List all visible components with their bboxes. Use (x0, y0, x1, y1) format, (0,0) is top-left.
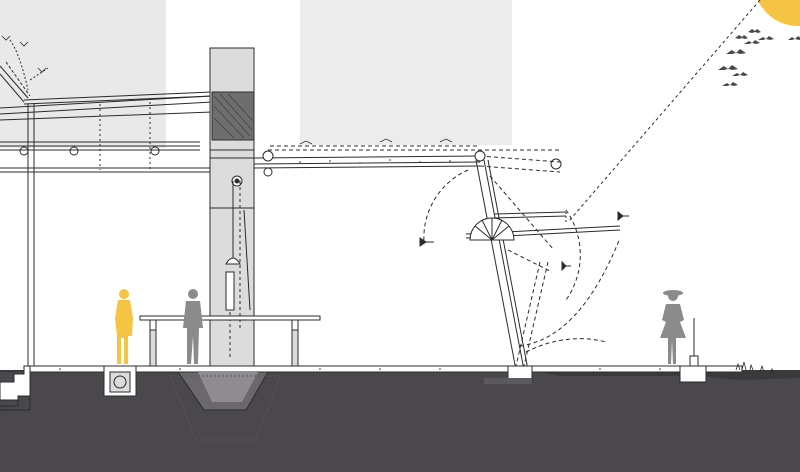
person-silhouette-icon (115, 289, 133, 364)
left-roof-structure (0, 35, 213, 370)
moving-roof-beam (253, 138, 562, 177)
woman-silhouette-icon (660, 290, 686, 364)
mast-footing (484, 365, 533, 384)
column-head-block (211, 91, 255, 141)
background-panel-left (0, 0, 166, 148)
drain-pit (103, 365, 137, 397)
wind-vane-icon (419, 210, 629, 272)
bench (139, 315, 321, 367)
grass-tuft (735, 361, 775, 375)
awning-swing (423, 169, 621, 353)
central-footing (169, 371, 281, 441)
pulley-wheel-icon (469, 217, 515, 241)
left-stair (0, 365, 31, 411)
background-panels (0, 0, 512, 148)
sun-icon (757, 0, 800, 26)
bird-flock-icon (718, 29, 800, 86)
central-column (209, 47, 255, 369)
slanted-mast (475, 159, 555, 371)
background-panel-center (300, 0, 512, 145)
post-footing (679, 318, 707, 383)
sun-ray-line (567, 0, 761, 223)
floor-slab (29, 365, 743, 373)
standing-man-icon (183, 289, 203, 364)
